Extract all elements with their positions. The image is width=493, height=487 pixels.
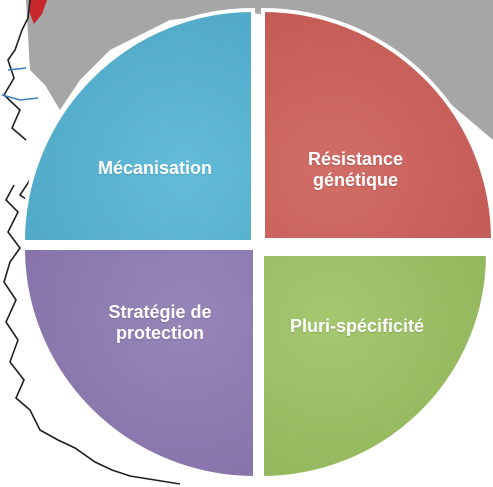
quadrant-bottom-left [20,246,257,481]
quadrant-top-right [261,7,493,242]
label-bottom-left-line-1: Stratégie de [108,302,212,322]
label-top-right-line-1: Résistance [307,149,404,169]
label-bottom-right: Pluri-spécificité [262,306,452,346]
label-bottom-left: Stratégie de protection [70,295,250,351]
label-top-left-line-1: Mécanisation [97,157,213,178]
label-top-right: Résistance génétique [268,142,443,198]
label-bottom-right-line-1: Pluri-spécificité [289,315,425,336]
quadrant-top-left [20,7,255,244]
label-top-left: Mécanisation [60,148,250,188]
label-top-right-line-2: génétique [312,170,398,190]
grey-shadow-shape [26,0,493,140]
label-bottom-left-line-2: protection [116,323,204,343]
quadrant-bottom-right [260,252,491,481]
blue-outline-accent [1,67,39,101]
red-accent-shape [29,0,47,24]
